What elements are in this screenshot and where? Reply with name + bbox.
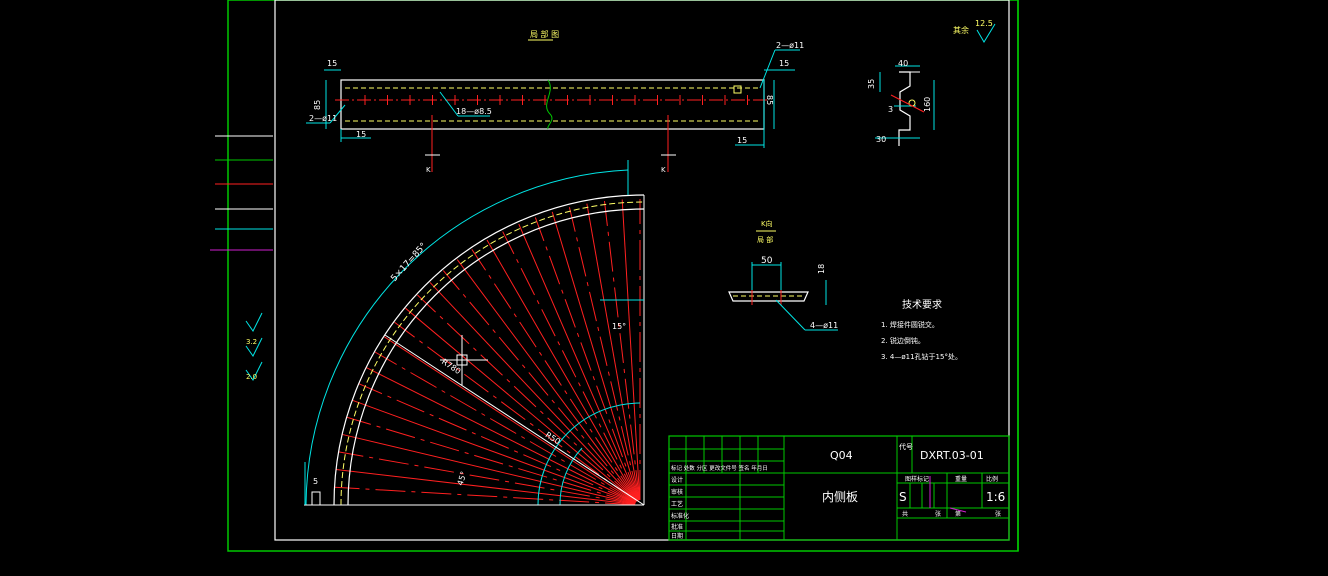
tb-left-6: 日期 bbox=[671, 532, 683, 540]
tb-left-4: 标准化 bbox=[671, 512, 689, 520]
dim-right-bottom: 15 bbox=[737, 136, 747, 145]
arc-bottom-dim: 5 bbox=[313, 477, 318, 486]
section-title-bottom: 局 部 bbox=[757, 235, 773, 244]
inner-frame bbox=[274, 0, 1010, 541]
tb-bottom-2: 张 bbox=[935, 510, 941, 518]
title-block-text: Q04 内侧板 DXRT.03-01 代号 S 1:6 图样标记 重量 比例 标… bbox=[671, 442, 1005, 540]
tech-req-item-3: 3. 4—ø11孔钻于15°处。 bbox=[881, 352, 962, 361]
arc-center-ray bbox=[456, 259, 638, 502]
callout-holes-right: 2—ø11 bbox=[776, 41, 804, 50]
profile-dim-bottom: 30 bbox=[876, 135, 886, 144]
dim-left-height: 85 bbox=[313, 100, 322, 110]
tb-header-scale: 比例 bbox=[986, 475, 998, 483]
arc-center-ray bbox=[338, 451, 636, 505]
arc-angle-inner: 45° bbox=[456, 470, 469, 486]
arc-angle-top: 15° bbox=[612, 322, 626, 331]
arc-center-ray bbox=[394, 321, 637, 503]
arc-center-ray bbox=[346, 416, 636, 505]
arc-center-ray bbox=[502, 231, 639, 501]
tb-bottom-3: 第 bbox=[955, 510, 961, 518]
profile-dim-left: 35 bbox=[867, 79, 876, 89]
arc-center-ray bbox=[405, 307, 637, 503]
tb-part-name: 内侧板 bbox=[822, 490, 858, 504]
tb-left-1: 设计 bbox=[671, 476, 683, 484]
arc-center-ray bbox=[621, 199, 641, 501]
section-mark-right: K bbox=[661, 166, 666, 174]
tb-left-2: 审核 bbox=[671, 488, 683, 496]
surface-finish-side: 3.2 2.0 bbox=[245, 312, 263, 381]
arc-center-ray bbox=[366, 367, 636, 504]
tb-left-header: 标记 处数 分区 更改文件号 签名 年月日 bbox=[671, 464, 768, 472]
arc-center-ray bbox=[384, 336, 637, 503]
arc-center-ray bbox=[342, 433, 636, 505]
section-callout: 4—ø11 bbox=[810, 321, 838, 330]
profile-view: 40 35 160 30 3 bbox=[867, 59, 935, 146]
callout-holes-left: 2—ø11 bbox=[309, 114, 337, 123]
layer-strip bbox=[210, 135, 273, 251]
tb-bottom-1: 共 bbox=[902, 510, 908, 518]
cursor-crosshair bbox=[440, 335, 488, 385]
tb-header-marks: 图样标记 bbox=[905, 475, 929, 483]
callout-holes-mid: 18—ø8.5 bbox=[456, 107, 492, 116]
arc-center-ray bbox=[442, 270, 638, 502]
profile-weld-note: 3 bbox=[888, 105, 893, 114]
arc-center-ray bbox=[471, 249, 638, 502]
tb-header-weight: 重量 bbox=[955, 475, 967, 483]
arc-view: 5×17=85° R780 R50 45° 15° 5 bbox=[304, 160, 645, 506]
profile-dim-top: 40 bbox=[898, 59, 908, 68]
arc-center-ray bbox=[358, 383, 636, 504]
top-view: 局 部 图 15 85 15 15 85 15 2—ø11 2—ø11 18— bbox=[306, 29, 804, 174]
tb-material: Q04 bbox=[830, 449, 853, 462]
finish-general-value: 12.5 bbox=[975, 19, 993, 28]
arc-center-ray bbox=[352, 399, 636, 504]
section-dim-height: 18 bbox=[817, 264, 826, 274]
arc-center-ray bbox=[568, 207, 640, 501]
tb-scale: 1:6 bbox=[986, 490, 1005, 504]
dim-left-top: 15 bbox=[327, 59, 337, 68]
surface-finish-general: 其余 12.5 bbox=[953, 19, 996, 43]
arc-center-ray bbox=[334, 486, 636, 506]
dim-left-bottom: 15 bbox=[356, 130, 366, 139]
arc-center-ray bbox=[534, 217, 639, 501]
arc-center-ray bbox=[429, 282, 637, 502]
arc-center-ray bbox=[336, 468, 636, 505]
tb-bottom-4: 张 bbox=[995, 510, 1001, 518]
profile-dim-height: 160 bbox=[923, 97, 932, 112]
tb-code: DXRT.03-01 bbox=[920, 449, 984, 462]
tech-req-item-2: 2. 锐边倒钝。 bbox=[881, 336, 925, 345]
tb-code-label: 代号 bbox=[899, 442, 913, 451]
section-view: K向 局 部 50 18 4—ø11 bbox=[728, 219, 838, 331]
section-dim-width: 50 bbox=[761, 256, 773, 266]
section-mark-left: K bbox=[426, 166, 431, 174]
dim-right-height: 85 bbox=[765, 95, 774, 105]
arc-center-ray bbox=[374, 351, 636, 503]
arc-center-ray bbox=[586, 203, 640, 501]
title-block bbox=[668, 435, 1010, 541]
finish-side-1: 3.2 bbox=[246, 338, 257, 346]
top-view-title: 局 部 图 bbox=[530, 29, 559, 39]
arc-center-ray bbox=[603, 201, 640, 501]
tech-req-title: 技术要求 bbox=[902, 298, 942, 311]
section-title-top: K向 bbox=[761, 219, 773, 228]
dim-right-top: 15 bbox=[779, 59, 789, 68]
tb-left-5: 批准 bbox=[671, 523, 683, 531]
arc-dim: 5×17=85° bbox=[389, 241, 429, 284]
arc-center-ray bbox=[417, 294, 637, 502]
tb-left-3: 工艺 bbox=[671, 500, 683, 508]
arc-center-ray bbox=[518, 223, 639, 501]
tech-req-item-1: 1. 焊接件圆锐交。 bbox=[881, 320, 939, 329]
outer-frame bbox=[227, 0, 1019, 552]
tb-stage: S bbox=[899, 490, 907, 504]
finish-side-2: 2.0 bbox=[246, 373, 257, 381]
arc-center-ray bbox=[551, 211, 640, 501]
arc-center-ray bbox=[486, 239, 638, 501]
tech-requirements: 技术要求 1. 焊接件圆锐交。 2. 锐边倒钝。 3. 4—ø11孔钻于15°处… bbox=[881, 298, 962, 361]
finish-general-label: 其余 bbox=[953, 25, 969, 35]
